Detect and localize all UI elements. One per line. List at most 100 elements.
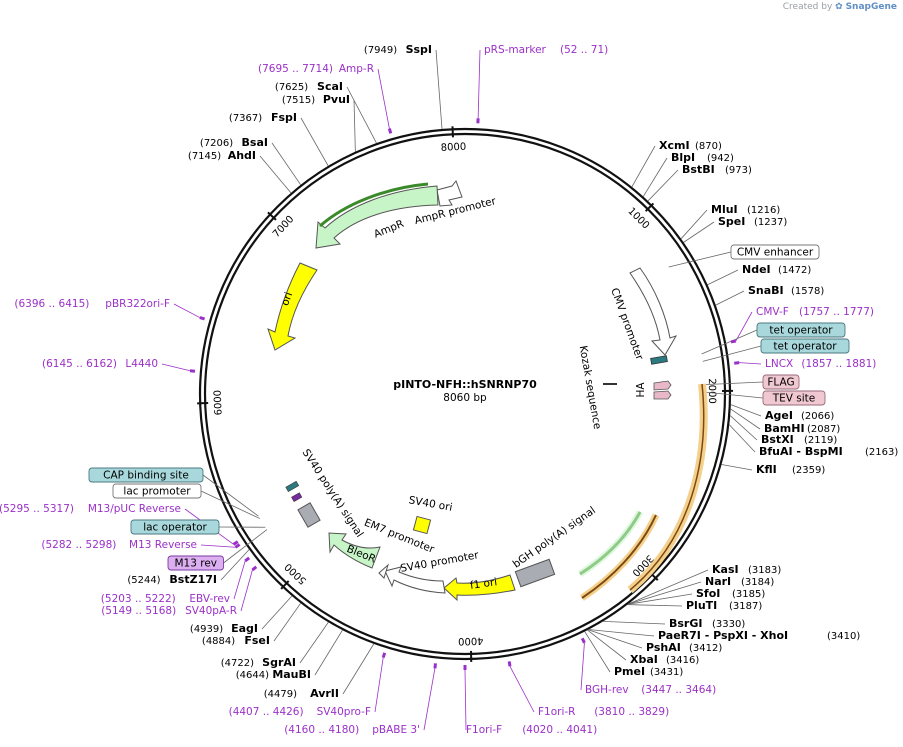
sv40-polya-feature[interactable]	[297, 502, 321, 528]
enzyme-label[interactable]: MluI(1216)	[711, 203, 780, 216]
primer-leader	[739, 362, 762, 365]
primer-label[interactable]: F1ori-R(3810 .. 3829)	[538, 706, 669, 718]
primer-label[interactable]: pRS-marker(52 .. 71)	[484, 44, 608, 56]
feature-box-label[interactable]: lac operator	[130, 519, 220, 535]
m13rev-block	[291, 492, 303, 503]
feature-box-label[interactable]: lac promoter	[112, 483, 202, 499]
feature-box-label[interactable]: CMV enhancer	[730, 244, 820, 260]
ha-tag-feature[interactable]	[653, 380, 672, 391]
primer-label[interactable]: M13/pUC Reverse(5295 .. 5317)	[0, 503, 181, 515]
enzyme-label[interactable]: ScaI(7625)	[275, 80, 343, 93]
feature-name: M13 rev	[174, 558, 217, 570]
primer-label[interactable]: L4440(6145 .. 6162)	[42, 358, 158, 370]
enzyme-leader	[627, 604, 683, 607]
primer-label[interactable]: SV40pA-R(5149 .. 5168)	[101, 605, 237, 617]
feature-box-label[interactable]: TEV site	[762, 390, 826, 406]
feature-box	[756, 322, 846, 338]
enzyme-label[interactable]: BlpI(942)	[671, 151, 734, 164]
enzyme-label[interactable]: BsaI (7206)	[200, 136, 268, 149]
feature-box-label[interactable]: tet operator	[760, 338, 850, 354]
primer-range: (3447 .. 3464)	[641, 684, 716, 696]
ampr-promoter-feature[interactable]	[436, 180, 463, 207]
enzyme-name: BsaI	[242, 136, 268, 149]
bleor-feature[interactable]	[328, 532, 381, 569]
enzyme-label[interactable]: XbaI(3416)	[630, 653, 699, 666]
enzyme-position: (4884)	[202, 636, 235, 647]
f1-ori-feature[interactable]	[443, 574, 516, 602]
enzyme-label[interactable]: SgrAI(4722)	[221, 656, 296, 669]
enzyme-label[interactable]: XcmI(870)	[659, 139, 722, 152]
enzyme-label[interactable]: MauBI(4644)	[236, 668, 311, 681]
sv40-ori-feature[interactable]	[412, 515, 432, 535]
feature-box-label[interactable]: M13 rev	[167, 555, 224, 571]
enzyme-label[interactable]: BstBI(973)	[682, 163, 752, 176]
enzyme-label[interactable]: BstZ17I(5244)	[127, 573, 217, 586]
enzyme-name: PshAI	[646, 641, 681, 654]
enzyme-label[interactable]: SfoI(3185)	[696, 587, 765, 600]
enzyme-label[interactable]: FspI(7367)	[229, 111, 297, 124]
primer-label[interactable]: SV40pro-F(4407 .. 4426)	[229, 706, 371, 718]
sv40-promoter-feature[interactable]	[384, 566, 446, 594]
watermark: Created by ✿ SnapGene	[783, 2, 897, 12]
enzyme-label[interactable]: NdeI(1472)	[742, 263, 811, 276]
enzyme-label[interactable]: PluTI(3187)	[686, 599, 762, 612]
enzyme-label[interactable]: BfuAI - BspMI(2163)	[759, 445, 898, 458]
feature-inner-label: f1 ori	[469, 576, 498, 592]
primer-label[interactable]: pBR322ori-F(6396 .. 6415)	[14, 298, 170, 310]
ampr-feature[interactable]	[315, 185, 439, 249]
feature-box-label[interactable]: FLAG	[762, 374, 800, 390]
primer-mark	[199, 316, 206, 321]
primer-mark	[381, 652, 387, 659]
enzyme-label[interactable]: EagI(4939)	[190, 622, 258, 635]
enzyme-label[interactable]: PmeI(3431)	[614, 665, 683, 678]
primer-label[interactable]: pBABE 3'(4160 .. 4180)	[284, 724, 420, 736]
feature-box-label[interactable]: CAP binding site	[88, 467, 204, 483]
enzyme-position: (7206)	[200, 138, 233, 149]
feature-box-label[interactable]: tet operator	[756, 322, 846, 338]
flag-tag-feature[interactable]	[653, 390, 672, 400]
enzyme-leader	[220, 549, 250, 581]
em7-promoter-feature[interactable]	[378, 563, 390, 579]
enzyme-label[interactable]: BstXI(2119)	[761, 433, 837, 446]
primer-label[interactable]: Amp-R(7695 .. 7714)	[258, 63, 374, 75]
feature-inner-label: bGH poly(A) signal	[511, 505, 598, 571]
enzyme-label[interactable]: KasI(3183)	[712, 563, 781, 576]
enzyme-position: (2066)	[801, 411, 834, 422]
primer-label[interactable]: BGH-rev(3447 .. 3464)	[585, 684, 716, 696]
enzyme-label[interactable]: PshAI(3412)	[646, 641, 722, 654]
enzyme-label[interactable]: KflI(2359)	[756, 463, 825, 476]
enzyme-name: AhdI	[228, 149, 256, 162]
enzyme-label[interactable]: PaeR7I - PspXI - XhoI(3410)	[658, 629, 860, 642]
ori-feature[interactable]	[267, 262, 318, 351]
primer-name: pBABE 3'	[372, 724, 420, 736]
enzyme-label[interactable]: NarI(3184)	[705, 575, 774, 588]
enzyme-label[interactable]: PvuI(7515)	[282, 93, 350, 106]
primer-leader	[173, 303, 200, 318]
enzyme-label[interactable]: AhdI(7145)	[188, 149, 256, 162]
enzyme-label[interactable]: SpeI(1237)	[718, 215, 787, 228]
enzyme-label[interactable]: AgeI(2066)	[765, 409, 834, 422]
enzyme-label[interactable]: AvrII(4479)	[264, 687, 339, 700]
primer-label[interactable]: CMV-F(1757 .. 1777)	[756, 306, 874, 318]
primer-range: (5282 .. 5298)	[41, 539, 116, 551]
enzyme-label[interactable]: SspI(7949)	[364, 43, 432, 56]
primer-label[interactable]: LNCX(1857 .. 1881)	[765, 358, 876, 370]
bgh-polya-feature[interactable]	[514, 558, 556, 588]
primer-label[interactable]: M13 Reverse(5282 .. 5298)	[41, 539, 197, 551]
enzyme-label[interactable]: FseI(4884)	[202, 634, 270, 647]
enzyme-position: (3187)	[729, 601, 762, 612]
enzyme-label[interactable]: BsrGI(3330)	[669, 617, 745, 630]
enzyme-label[interactable]: BamHI(2087)	[764, 422, 840, 435]
enzyme-leader	[627, 581, 702, 605]
enzyme-position: (3410)	[827, 631, 860, 642]
enzyme-name: XcmI	[659, 139, 690, 152]
primer-name: Amp-R	[339, 63, 374, 75]
enzyme-leader	[314, 629, 343, 676]
primer-label[interactable]: EBV-rev(5203 .. 5222)	[101, 593, 230, 605]
tick-label: 6000	[213, 390, 225, 416]
enzyme-label[interactable]: SnaBI(1578)	[748, 284, 824, 297]
cmv-promoter-feature[interactable]	[629, 267, 678, 356]
enzyme-leader	[342, 643, 375, 695]
primer-name: pBR322ori-F	[105, 298, 170, 310]
primer-label[interactable]: F1ori-F(4020 .. 4041)	[466, 724, 597, 736]
